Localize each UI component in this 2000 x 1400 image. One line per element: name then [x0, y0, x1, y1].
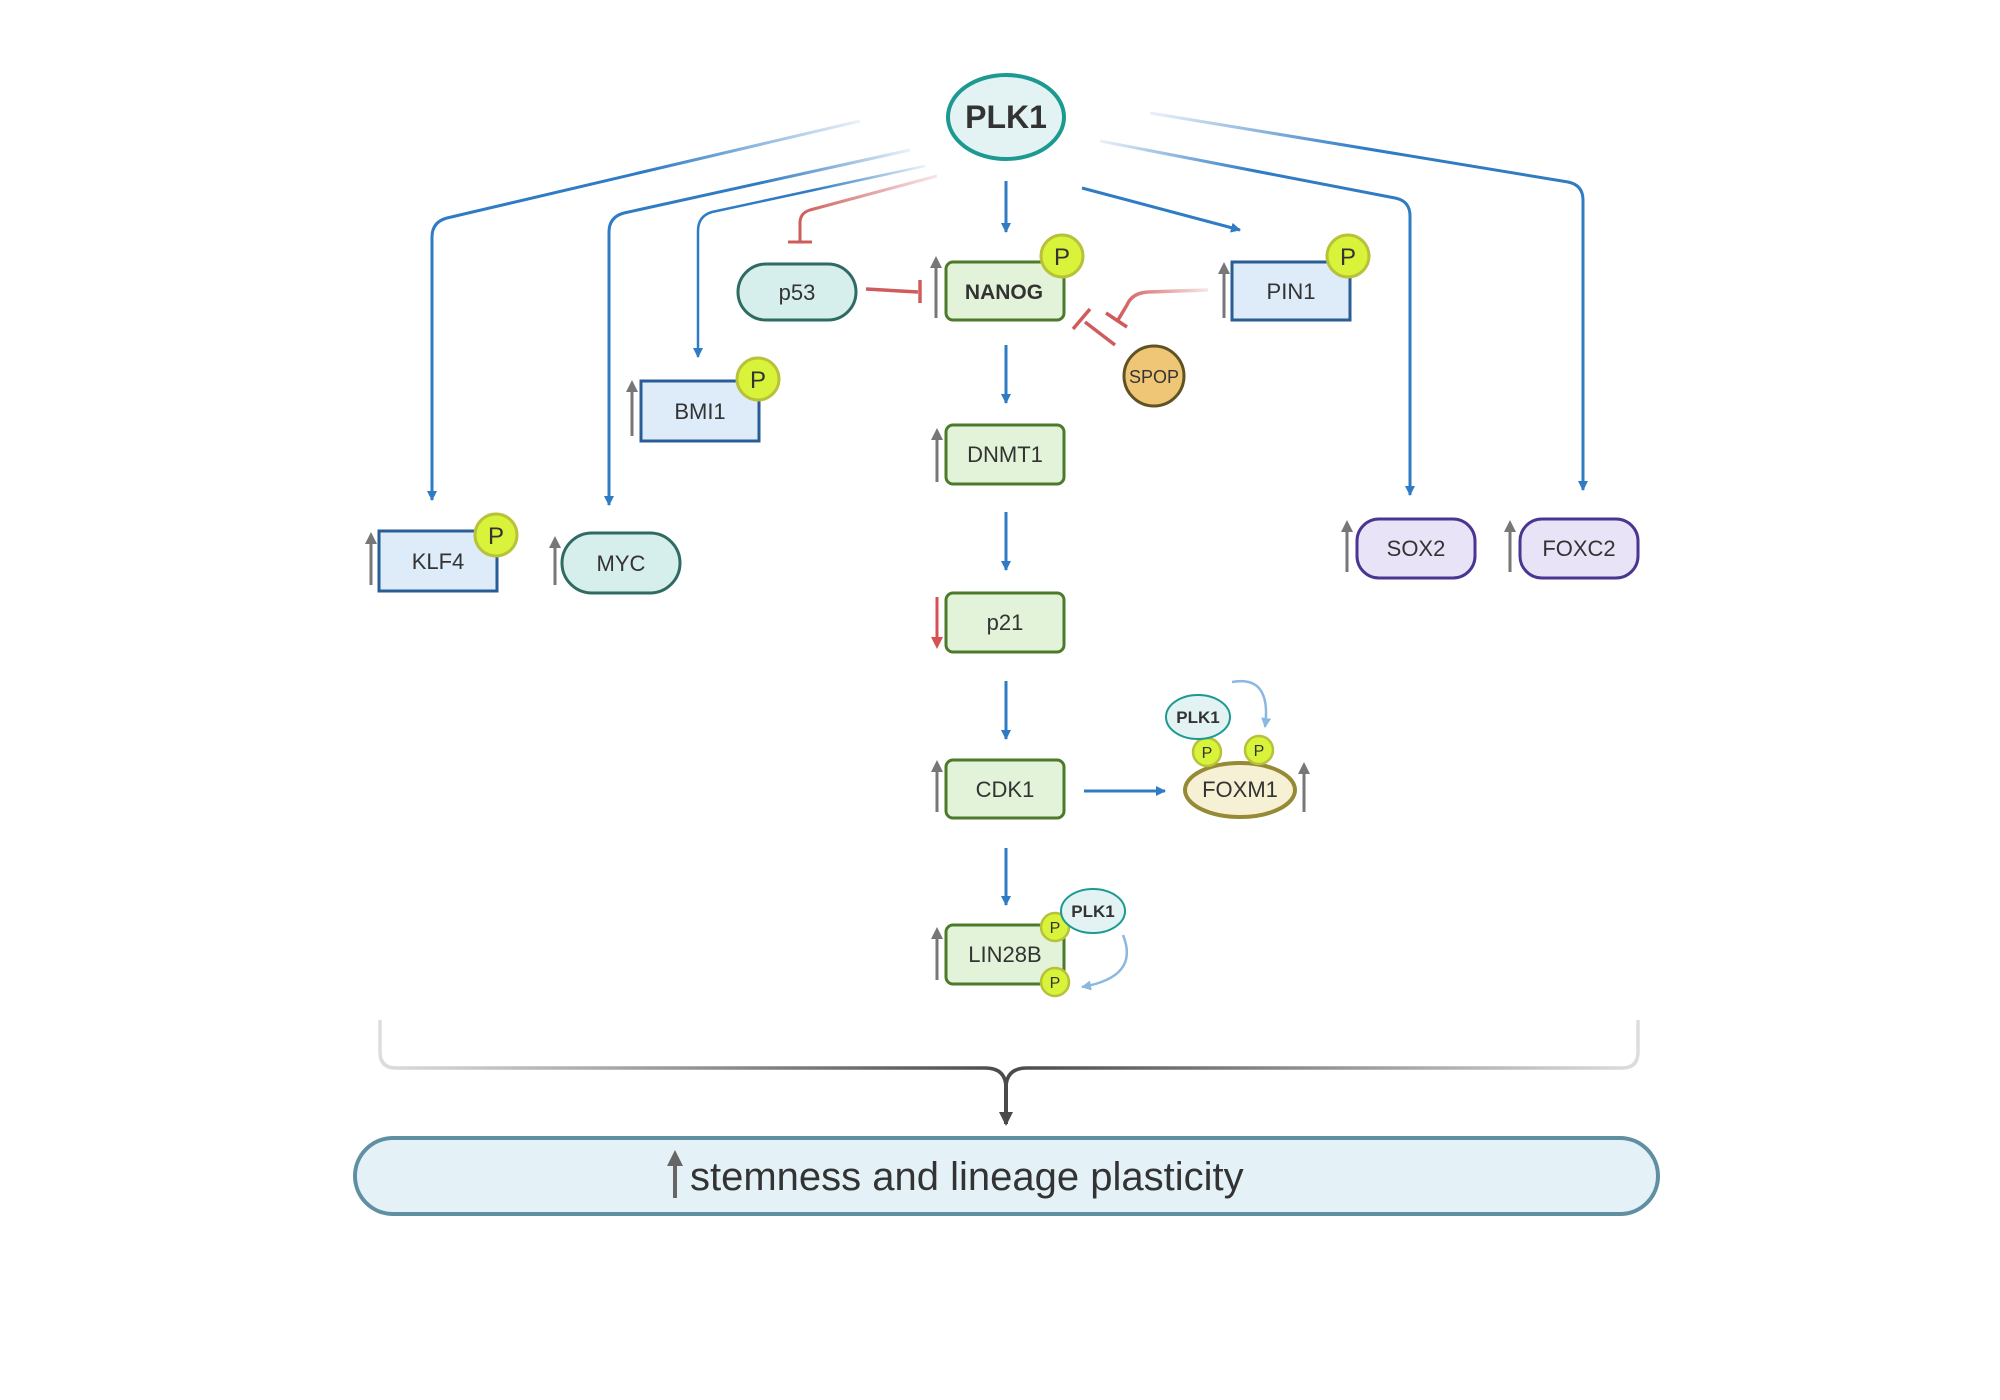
edge-spop-inhibits-nanog — [1083, 320, 1117, 347]
up-arrowhead-myc — [549, 536, 561, 548]
node-nanog[interactable]: NANOG P — [930, 233, 1085, 322]
node-foxc2-label: FOXC2 — [1542, 536, 1615, 561]
phospho-pin1-label: P — [1340, 244, 1356, 271]
up-arrowhead-pin1 — [1218, 262, 1230, 274]
node-foxm1[interactable]: FOXM1 P P — [1183, 734, 1310, 819]
edge-plk1-pin1 — [1081, 186, 1241, 233]
edge-plk1-klf4 — [427, 119, 861, 501]
outcome-label: stemness and lineage plasticity — [690, 1155, 1244, 1199]
node-pin1-label: PIN1 — [1267, 279, 1316, 304]
node-plk1-foxm1-label: PLK1 — [1176, 708, 1219, 727]
phospho-nanog — [1039, 233, 1085, 279]
edge-plk1-foxc2 — [1149, 111, 1588, 491]
edge-p53-inhibits-nanog — [865, 287, 919, 294]
up-arrowhead-outcome — [667, 1150, 683, 1166]
node-spop[interactable]: SPOP — [1122, 344, 1186, 408]
phospho-nanog-label: P — [1054, 244, 1070, 271]
node-cdk1-label: CDK1 — [976, 777, 1035, 802]
node-bmi1-label: BMI1 — [674, 399, 725, 424]
up-arrowhead-klf4 — [365, 532, 377, 544]
down-arrowhead-p21 — [931, 637, 943, 649]
node-dnmt1-label: DNMT1 — [967, 442, 1043, 467]
edge-plk1-inhibits-p53 — [798, 174, 938, 241]
node-plk1-top[interactable]: PLK1 — [946, 73, 1066, 161]
edge-plk1-lin28b-autophospho — [1081, 934, 1129, 991]
node-plk1-top-label: PLK1 — [965, 99, 1047, 135]
node-foxc2[interactable]: FOXC2 — [1504, 517, 1640, 580]
node-foxm1-label: FOXM1 — [1202, 777, 1278, 802]
outcome-box[interactable]: stemness and lineage plasticity — [353, 1136, 1660, 1216]
convergence-brace — [378, 1020, 1640, 1089]
node-plk1-foxm1[interactable]: PLK1 — [1165, 694, 1231, 740]
node-p53-label: p53 — [779, 280, 816, 305]
node-bmi1[interactable]: BMI1 P — [626, 356, 781, 443]
phospho-klf4-label: P — [488, 523, 504, 550]
edge-plk1-bmi1 — [693, 164, 926, 358]
phospho-klf4 — [473, 512, 519, 558]
edge-plk1-sox2 — [1099, 139, 1415, 496]
node-dnmt1[interactable]: DNMT1 — [931, 423, 1066, 486]
node-klf4-label: KLF4 — [412, 549, 465, 574]
node-pin1[interactable]: PIN1 P — [1218, 233, 1371, 322]
up-arrowhead-nanog — [930, 256, 942, 268]
node-spop-label: SPOP — [1129, 367, 1179, 387]
node-sox2-label: SOX2 — [1387, 536, 1446, 561]
phospho-foxm1-left-label: P — [1202, 745, 1213, 762]
node-plk1-lin28b-label: PLK1 — [1071, 902, 1114, 921]
phospho-foxm1-right-label: P — [1254, 743, 1265, 760]
phospho-lin28b-top — [1039, 911, 1071, 943]
phospho-lin28b-top-label: P — [1050, 920, 1061, 937]
node-p21-label: p21 — [987, 610, 1024, 635]
node-lin28b[interactable]: LIN28B P P — [931, 911, 1071, 998]
phospho-bmi1-label: P — [750, 367, 766, 394]
up-arrowhead-sox2 — [1341, 520, 1353, 532]
node-lin28b-label: LIN28B — [968, 942, 1041, 967]
edge-plk1-foxm1-autophospho — [1231, 679, 1272, 728]
up-arrowhead-cdk1 — [931, 760, 943, 772]
inhibit-bar-spop — [1105, 311, 1128, 329]
edge-pin1-inhibits-spop — [1116, 288, 1209, 321]
inhibit-bar-nanog-spop — [1071, 307, 1092, 331]
up-arrowhead-lin28b — [931, 927, 943, 939]
phospho-foxm1-right — [1243, 734, 1275, 766]
phospho-lin28b-bottom — [1039, 966, 1071, 998]
edge-plk1-myc — [604, 148, 911, 506]
node-cdk1[interactable]: CDK1 — [931, 758, 1066, 820]
up-arrowhead-bmi1 — [626, 380, 638, 392]
phospho-pin1 — [1325, 233, 1371, 279]
node-myc[interactable]: MYC — [549, 531, 682, 595]
node-klf4[interactable]: KLF4 P — [365, 512, 519, 593]
phospho-bmi1 — [735, 356, 781, 402]
node-p21[interactable]: p21 — [931, 591, 1066, 654]
node-nanog-label: NANOG — [965, 281, 1043, 304]
node-p53[interactable]: p53 — [736, 262, 858, 322]
phospho-lin28b-bottom-label: P — [1050, 975, 1061, 992]
up-arrowhead-dnmt1 — [931, 428, 943, 440]
node-sox2[interactable]: SOX2 — [1341, 517, 1477, 580]
up-arrowhead-foxc2 — [1504, 520, 1516, 532]
node-plk1-lin28b[interactable]: PLK1 — [1060, 888, 1126, 934]
node-myc-label: MYC — [597, 551, 646, 576]
up-arrowhead-foxm1 — [1298, 762, 1310, 774]
